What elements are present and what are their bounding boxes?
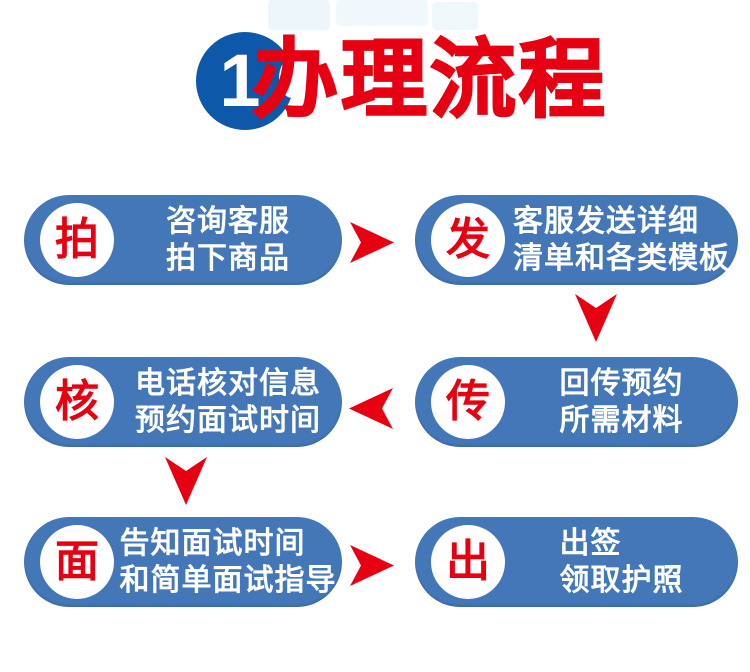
step-pill-1: 拍 咨询客服 拍下商品: [24, 195, 342, 285]
step-pill-6: 出 出签 领取护照: [415, 517, 738, 607]
step-tag-disc: 发: [431, 203, 505, 277]
faded-top-artifact: [268, 0, 330, 30]
step-text: 告知面试时间 和简单面试指导: [114, 525, 342, 599]
step-line: 和简单面试指导: [119, 564, 337, 597]
step-tag: 面: [55, 537, 99, 586]
arrow-left-icon: [349, 388, 393, 429]
step-line: 回传预约: [559, 367, 684, 400]
step-tag: 发: [446, 215, 490, 264]
arrow-right-icon: [350, 545, 394, 586]
step-pill-5: 面 告知面试时间 和简单面试指导: [24, 517, 342, 607]
step-tag: 拍: [55, 215, 99, 264]
page-title: 办理流程: [251, 31, 608, 129]
step-text: 回传预约 所需材料: [505, 365, 738, 439]
step-tag-disc: 传: [431, 365, 505, 439]
arrow-down-icon: [575, 294, 617, 342]
step-line: 清单和各类模板: [513, 242, 730, 275]
faded-top-artifact: [432, 2, 478, 30]
step-line: 预约面试时间: [135, 404, 321, 437]
step-text: 出签 领取护照: [505, 525, 738, 599]
step-pill-2: 发 客服发送详细 清单和各类模板: [415, 195, 738, 285]
step-tag: 传: [446, 377, 490, 426]
step-text: 咨询客服 拍下商品: [114, 203, 342, 277]
step-tag: 出: [446, 537, 490, 586]
arrow-down-icon: [165, 457, 207, 505]
step-line: 拍下商品: [166, 242, 290, 275]
step-tag-disc: 面: [40, 525, 114, 599]
step-line: 出签: [559, 527, 622, 560]
section-number: 1: [219, 39, 261, 122]
section-number-badge: 1: [196, 32, 305, 130]
step-line: 告知面试时间: [119, 527, 306, 560]
faded-top-artifact: [336, 0, 428, 26]
step-text: 电话核对信息 预约面试时间: [114, 365, 342, 439]
step-line: 所需材料: [559, 404, 684, 437]
step-line: 咨询客服: [166, 205, 290, 238]
step-line: 领取护照: [559, 564, 684, 597]
arrow-right-icon: [350, 222, 394, 263]
step-tag: 核: [55, 377, 99, 426]
step-tag-disc: 出: [431, 525, 505, 599]
step-pill-4: 传 回传预约 所需材料: [415, 357, 738, 447]
step-line: 电话核对信息: [135, 367, 321, 400]
step-tag-disc: 核: [40, 365, 114, 439]
step-line: 客服发送详细: [513, 205, 699, 238]
step-text: 客服发送详细 清单和各类模板: [505, 203, 738, 277]
step-pill-3: 核 电话核对信息 预约面试时间: [24, 357, 342, 447]
badge-notch: [279, 58, 305, 98]
step-tag-disc: 拍: [40, 203, 114, 277]
